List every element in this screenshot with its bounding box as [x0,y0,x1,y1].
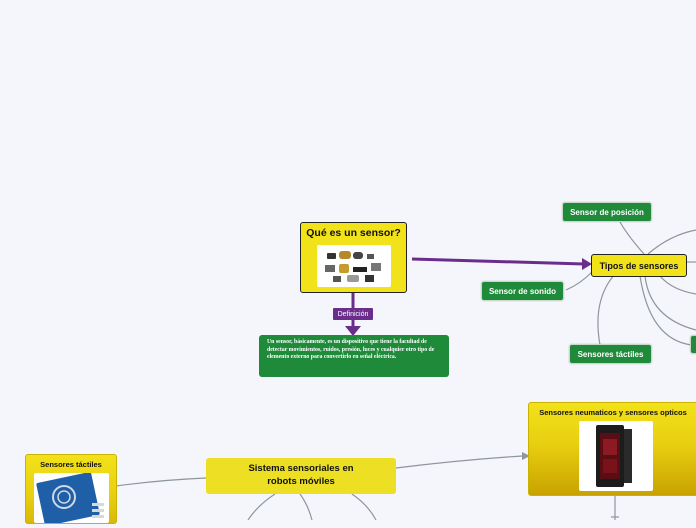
sistema-title: Sistema sensoriales en robots móviles [248,463,354,487]
tipos-offscreen-line-3 [659,275,696,295]
sensores-tactiles-node[interactable]: Sensores táctiles [569,344,652,364]
tipos-offscreen-line-5 [639,275,693,346]
sensor-collection-image [317,245,391,287]
sensor-sonido-node[interactable]: Sensor de sonido [481,281,564,301]
tipos-node[interactable]: Tipos de sensores [591,254,687,277]
sistema-to-neumaticos-arrowhead [522,452,530,460]
tipos-to-tactiles-line [597,273,616,346]
definition-text: Un sensor, básicamente, es un dispositiv… [267,339,435,361]
neumaticos-title: Sensores neumaticos y sensores opticos [539,408,687,417]
sistema-to-neumaticos-line [395,455,523,469]
question-to-tipos-arrow [411,257,585,266]
sistema-down-line-2 [299,493,313,520]
definition-arrowhead [345,326,361,336]
optical-sensor-image [579,421,653,491]
optical-sensor-icon [596,425,632,487]
definition-box[interactable]: Un sensor, básicamente, es un dispositiv… [259,335,449,377]
touch-sensor-board-icon [36,472,104,526]
touch-sensor-image [34,472,109,526]
tactiles-card-title: Sensores táctiles [40,460,102,469]
tipos-offscreen-line-1 [647,229,696,255]
question-to-tipos-arrowhead [582,258,592,270]
tipos-offscreen-line-4 [644,275,696,331]
sensor-posicion-node[interactable]: Sensor de posición [562,202,652,222]
definition-connector-label: Definición [333,308,373,320]
question-node[interactable]: Qué es un sensor? [300,222,407,293]
sistema-node[interactable]: Sistema sensoriales en robots móviles [206,458,396,494]
tipos-to-posicion-line [619,221,645,255]
question-title: Qué es un sensor? [306,227,401,239]
tipos-to-sonido-line [565,271,593,291]
sistema-to-tactiles-line [115,477,207,487]
offscreen-child-node[interactable] [690,335,696,354]
tactiles-card-node[interactable]: Sensores táctiles [25,454,117,526]
sensor-collection-icon [325,251,381,282]
sistema-down-line-1 [247,493,276,520]
neumaticos-node[interactable]: Sensores neumaticos y sensores opticos [528,402,696,496]
tipos-title: Tipos de sensores [599,260,679,271]
sistema-down-line-3 [351,493,377,520]
